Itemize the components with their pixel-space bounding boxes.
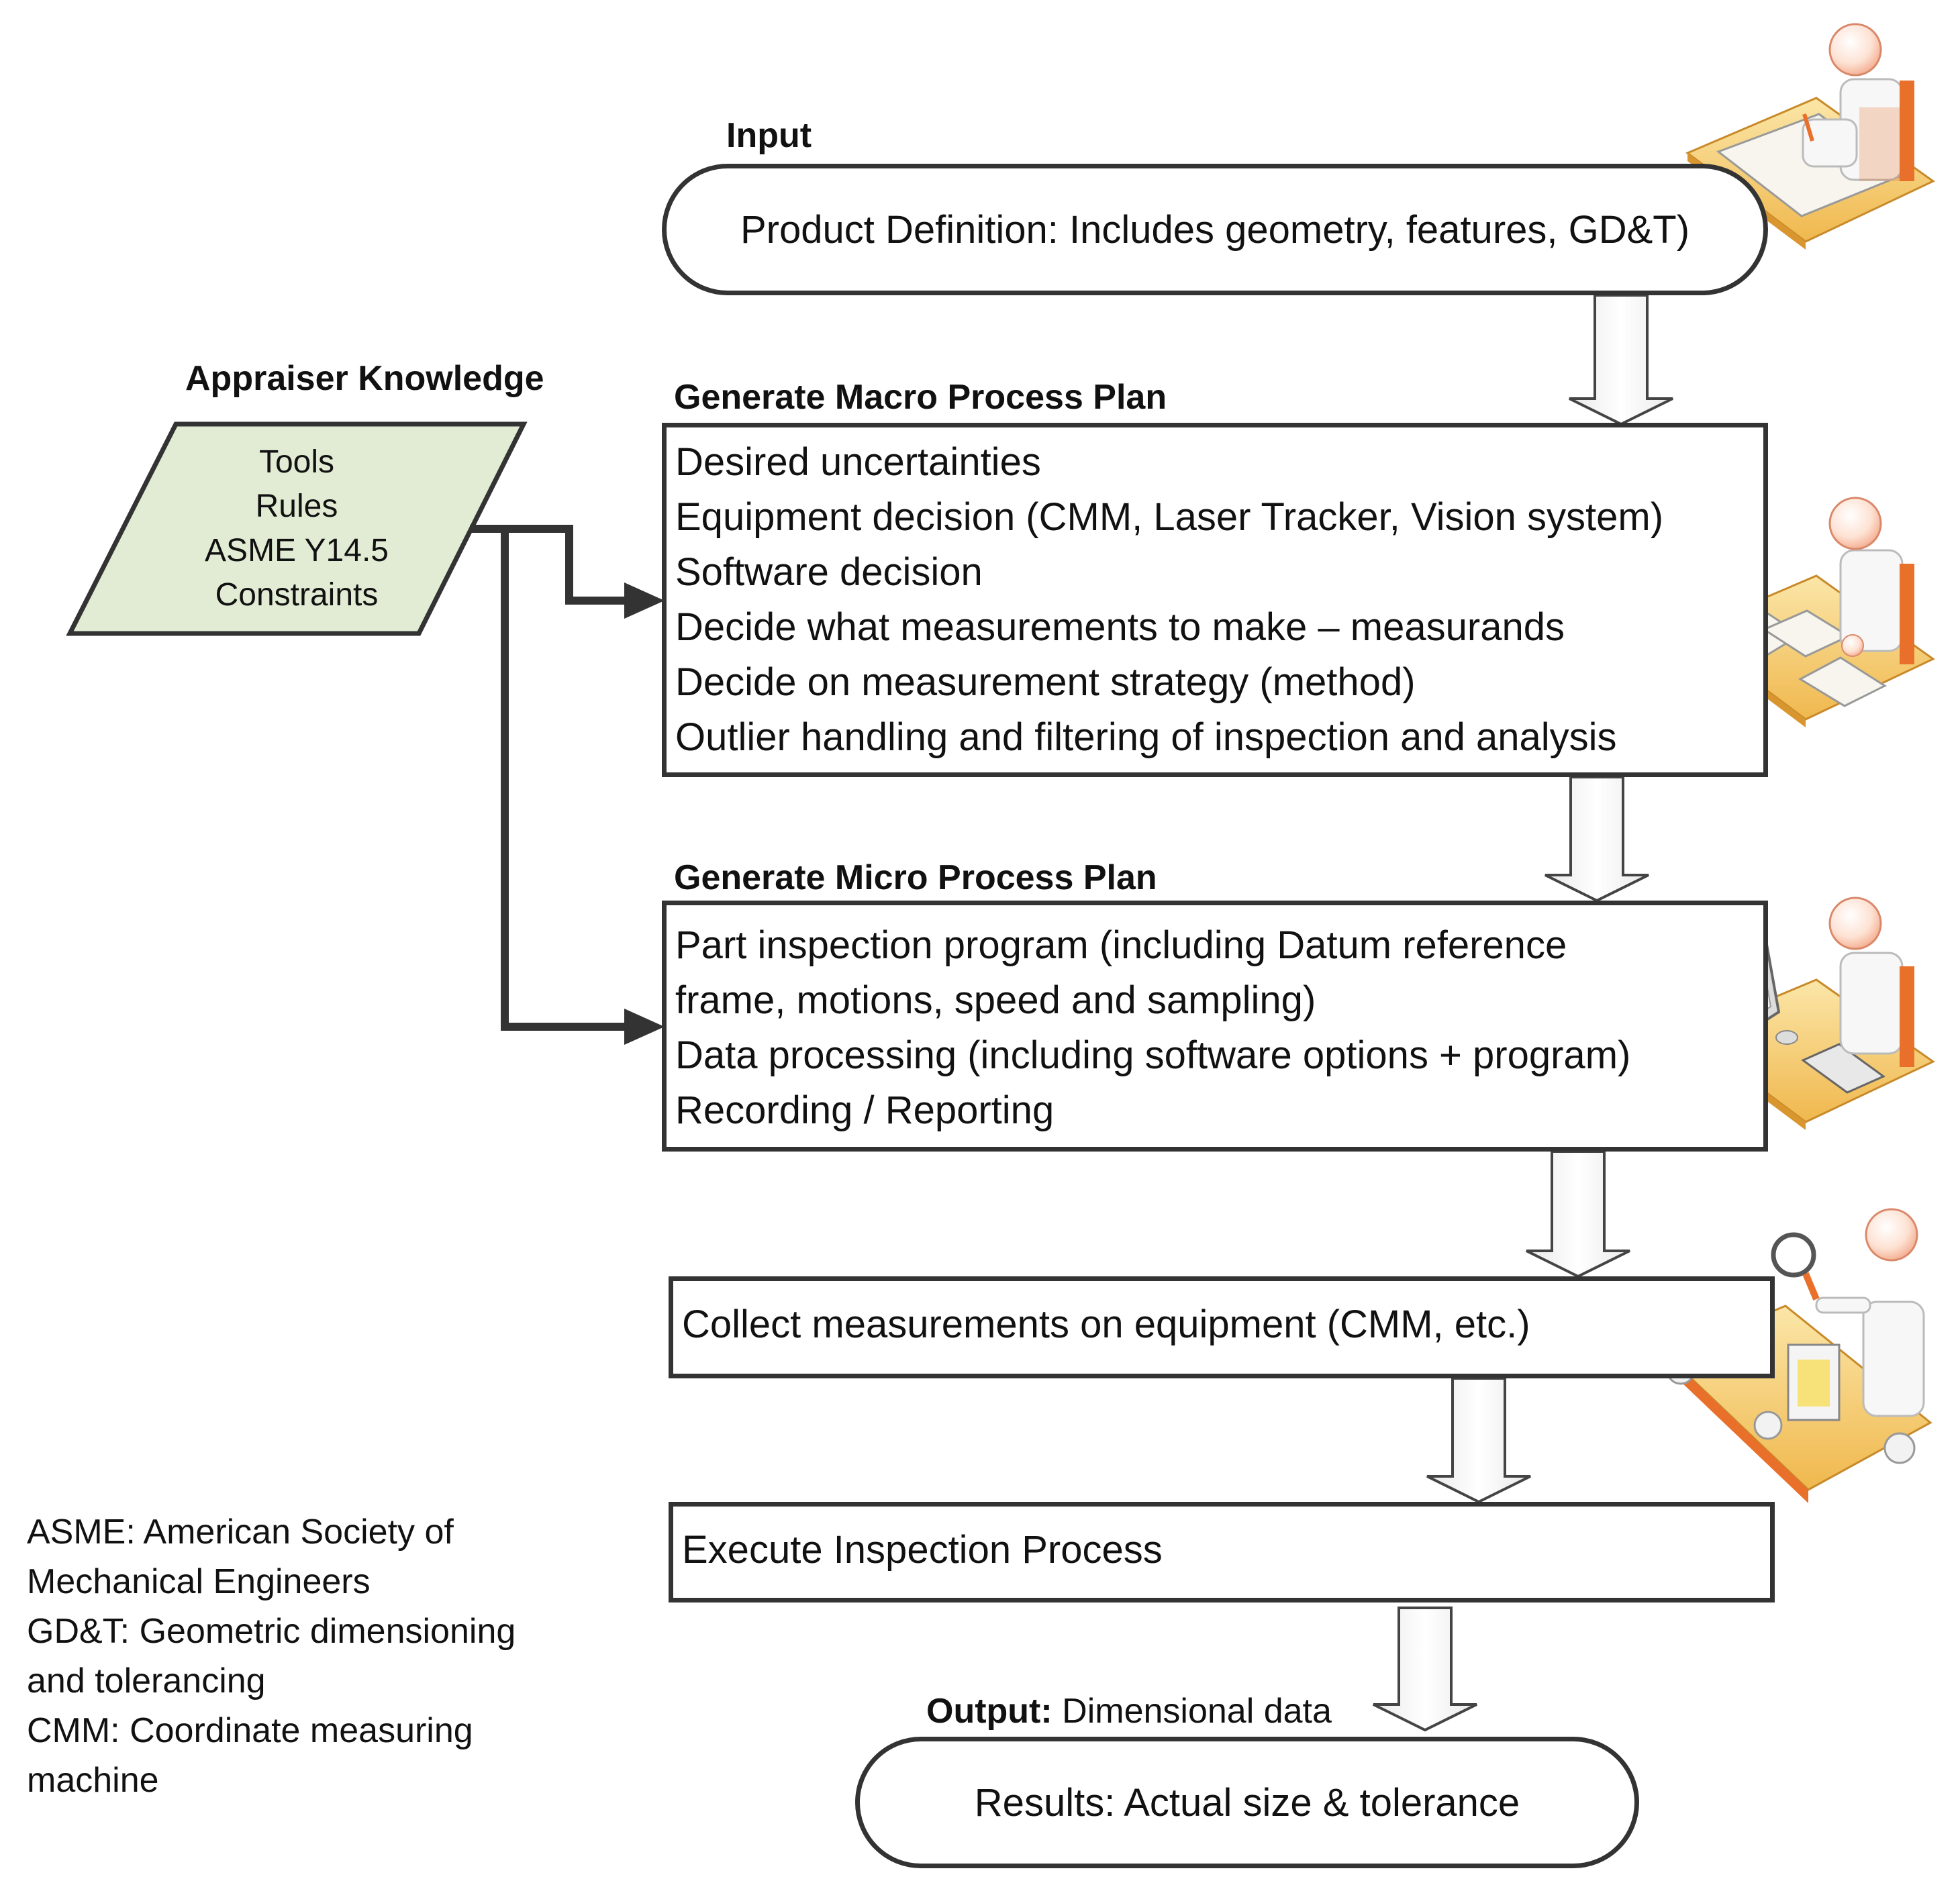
output-terminal: Results: Actual size & tolerance <box>855 1737 1639 1868</box>
output-label: Output: <box>926 1692 1052 1731</box>
collect-text: Collect measurements on equipment (CMM, … <box>682 1303 1530 1346</box>
output-caption: Output: Dimensional data <box>926 1691 1332 1731</box>
execute-box <box>669 1502 1775 1602</box>
glossary-line: CMM: Coordinate measuring <box>27 1711 473 1750</box>
input-terminal: Product Definition: Includes geometry, f… <box>662 164 1768 295</box>
micro-box <box>662 901 1768 1152</box>
input-text: Product Definition: Includes geometry, f… <box>740 207 1690 252</box>
appraiser-item-asme: ASME Y14.5 <box>205 533 389 568</box>
micro-line: Recording / Reporting <box>675 1088 1055 1132</box>
macro-title: Generate Macro Process Plan <box>674 378 1167 417</box>
glossary-line: ASME: American Society of <box>27 1513 454 1551</box>
micro-lines: Part inspection program (including Datum… <box>675 918 1630 1138</box>
output-result: Results: Actual size & tolerance <box>974 1780 1520 1825</box>
flow-arrows <box>1373 294 1673 1732</box>
person-drafting-icon <box>1685 23 1935 250</box>
arrowhead-to-macro <box>624 582 665 619</box>
arrow-micro-to-collect <box>1526 1150 1630 1278</box>
glossary-line: GD&T: Geometric dimensioning <box>27 1612 516 1651</box>
arrow-macro-to-micro <box>1545 776 1649 903</box>
appraiser-title: Appraiser Knowledge <box>185 359 544 398</box>
arrow-execute-to-output <box>1373 1607 1477 1732</box>
micro-title: Generate Micro Process Plan <box>674 858 1157 897</box>
macro-line: Equipment decision (CMM, Laser Tracker, … <box>675 495 1664 539</box>
arrowhead-to-micro <box>624 1009 665 1045</box>
arrow-collect-to-execute <box>1426 1377 1531 1504</box>
glossary: ASME: American Society of Mechanical Eng… <box>27 1507 516 1805</box>
macro-line: Outlier handling and filtering of inspec… <box>675 715 1617 759</box>
macro-line: Software decision <box>675 550 983 594</box>
execute-text: Execute Inspection Process <box>682 1528 1163 1572</box>
glossary-line: and tolerancing <box>27 1662 266 1700</box>
macro-box <box>662 423 1768 777</box>
appraiser-item-constraints: Constraints <box>215 577 379 613</box>
collect-box <box>669 1276 1775 1378</box>
glossary-line: machine <box>27 1761 159 1800</box>
output-value: Dimensional data <box>1062 1692 1332 1731</box>
macro-line: Decide on measurement strategy (method) <box>675 660 1416 704</box>
appraiser-item-rules: Rules <box>255 489 338 524</box>
micro-line: Data processing (including software opti… <box>675 1033 1631 1077</box>
appraiser-knowledge-shape <box>66 421 528 636</box>
arrow-input-to-macro <box>1569 294 1673 426</box>
macro-lines: Desired uncertainties Equipment decision… <box>675 435 1663 765</box>
appraiser-items: Tools Rules ASME Y14.5 Constraints <box>196 440 397 617</box>
micro-line: Part inspection program (including Datum… <box>675 923 1567 967</box>
macro-line: Decide what measurements to make – measu… <box>675 605 1565 649</box>
micro-line: frame, motions, speed and sampling) <box>675 978 1316 1022</box>
macro-line: Desired uncertainties <box>675 440 1041 484</box>
appraiser-item-tools: Tools <box>258 444 335 480</box>
input-title: Input <box>726 116 812 155</box>
glossary-line: Mechanical Engineers <box>27 1562 371 1601</box>
appraiser-connectors <box>470 525 631 1031</box>
